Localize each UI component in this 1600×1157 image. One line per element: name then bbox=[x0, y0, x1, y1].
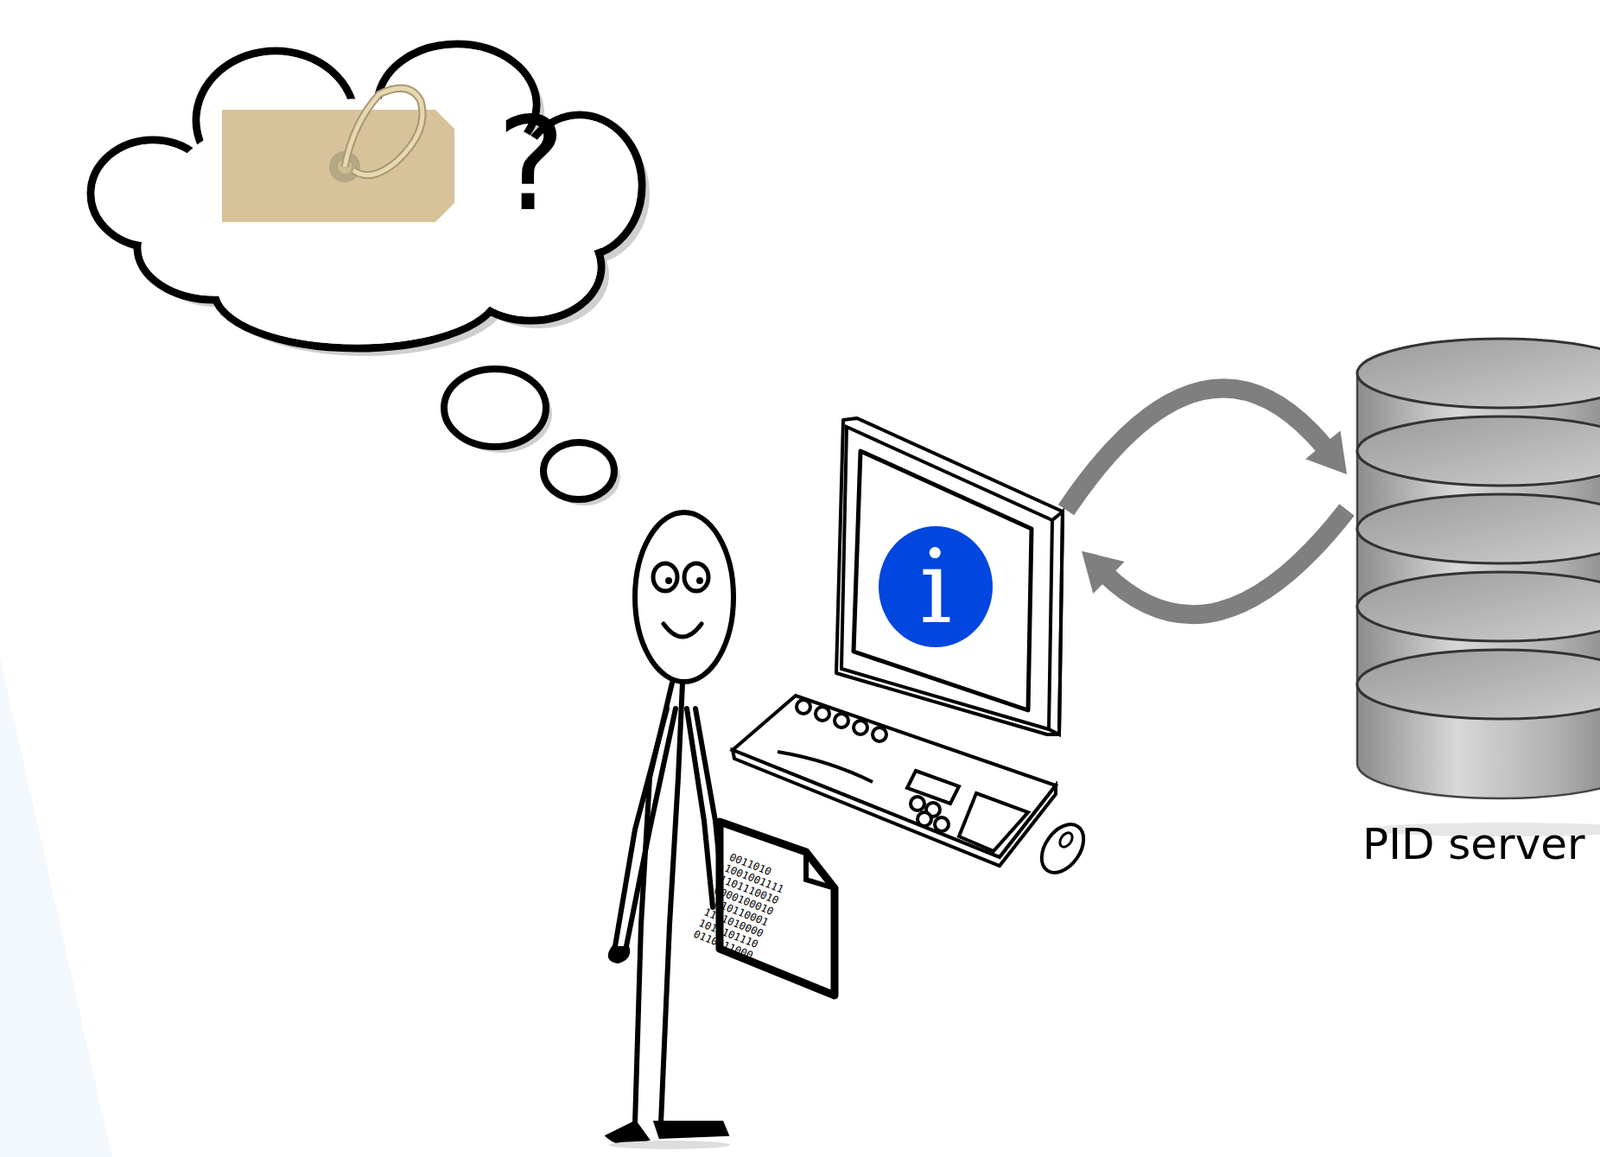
request-arrow bbox=[1081, 509, 1347, 615]
background-band bbox=[0, 656, 113, 1157]
node-outline bbox=[1357, 336, 1600, 899]
thought-bubble bbox=[543, 442, 615, 500]
stick-person bbox=[609, 512, 734, 1150]
thought-cloud: ? bbox=[94, 40, 648, 357]
computer-monitor: i bbox=[836, 418, 1067, 735]
question-mark: ? bbox=[496, 99, 566, 229]
document-fold bbox=[806, 851, 835, 889]
request-arrow bbox=[1066, 387, 1347, 510]
database-server: PID server bbox=[1357, 336, 1600, 899]
mouse bbox=[1033, 816, 1093, 881]
thought-bubble bbox=[444, 368, 547, 447]
info-icon-letter: i bbox=[919, 535, 953, 638]
server-label: PID server bbox=[1362, 822, 1586, 866]
